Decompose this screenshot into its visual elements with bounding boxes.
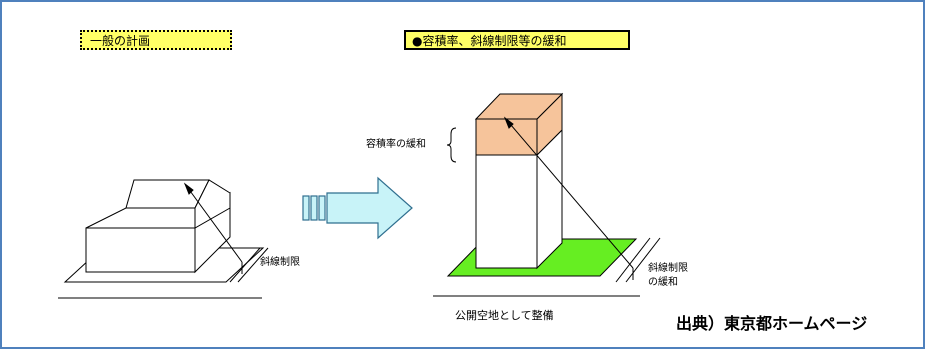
left-road-edge-1 — [229, 247, 261, 283]
arrow-bar-1 — [302, 195, 310, 221]
relaxed-building — [433, 92, 661, 297]
frame-right-edge — [923, 0, 925, 349]
arrow-bar-2 — [310, 195, 318, 221]
general-building — [58, 179, 269, 299]
left-slant-arrowhead — [183, 182, 194, 195]
general-plan-text: 一般の計画 — [90, 33, 151, 48]
right-slant-limit-label: 斜線制限 — [648, 263, 688, 274]
far-brace — [446, 127, 457, 163]
arrow-shape — [326, 176, 413, 240]
left-slant-line — [184, 183, 243, 263]
left-road-edge-2 — [237, 247, 269, 283]
arrow-bar-3 — [318, 195, 326, 221]
right-slant-arrowhead — [503, 116, 514, 129]
relaxation-label: ●容積率、斜線制限等の緩和 — [404, 30, 630, 50]
left-roof-front — [85, 207, 196, 229]
source-credit: 出典）東京都ホームページ — [676, 314, 868, 333]
relaxation-text: ●容積率、斜線制限等の緩和 — [412, 33, 567, 48]
transition-arrow — [302, 176, 413, 240]
left-building-front — [85, 227, 196, 273]
left-roof-side — [194, 179, 231, 229]
frame-left-edge — [0, 0, 2, 349]
tower-front — [475, 154, 538, 269]
frame-bottom-edge — [0, 347, 925, 349]
right-road-edge-2 — [625, 237, 661, 283]
right-road-edge-1 — [615, 237, 651, 283]
open-space-label: 公開空地として整備 — [455, 309, 554, 322]
far-relaxation-label: 容積率の緩和 — [366, 139, 426, 150]
top-block-front — [475, 118, 538, 156]
left-slant-limit-label: 斜線制限 — [260, 257, 300, 268]
right-slant-relax-label: の緩和 — [648, 277, 678, 288]
right-slant-line — [504, 117, 634, 269]
general-plan-label: 一般の計画 — [80, 30, 232, 50]
frame-top-edge — [0, 0, 925, 2]
top-block-top — [474, 93, 564, 120]
